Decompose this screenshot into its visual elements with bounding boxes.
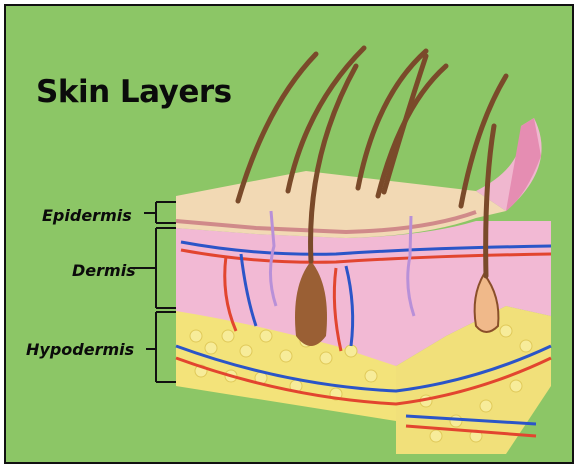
skin-cross-section <box>6 6 572 462</box>
diagram-frame: Skin Layers Epidermis Dermis Hypodermis <box>4 4 574 464</box>
layer-brackets <box>130 202 176 382</box>
